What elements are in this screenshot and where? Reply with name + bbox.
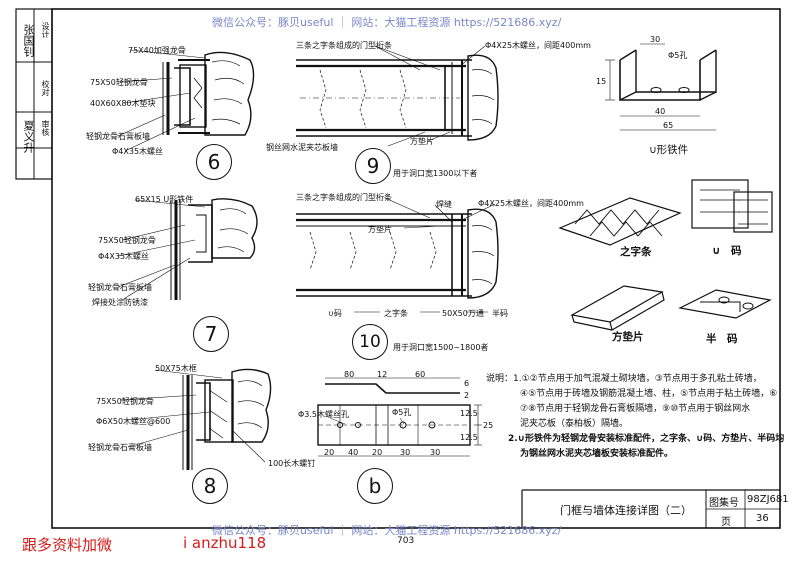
- u-part-dim-40: 40: [655, 107, 666, 116]
- notes-line-5: 2.∪形铁件为轻钢龙骨安装标准配件，之字条、∪码、方垫片、半码均: [508, 434, 785, 444]
- notes-line-1: 说明：1.①②节点用于加气混凝土砌块墙，③节点用于多孔粘土砖墙，: [486, 374, 762, 384]
- detail-8-label-4: 轻钢龙骨石膏板墙: [88, 443, 152, 452]
- page-number: 703: [397, 536, 415, 546]
- detail-b-dim-25: 25: [483, 421, 494, 430]
- u-part-hole: Φ5孔: [668, 51, 688, 60]
- notes-line-2: ④⑤节点用于砖墙及钢筋混凝土墙、柱，⑤节点用于粘土砖墙，⑥: [520, 389, 778, 399]
- detail-10-label-2: 焊缝: [436, 200, 452, 209]
- detail-b-figure: [317, 377, 482, 457]
- footer-left-text: 跟多资料加微: [22, 536, 113, 554]
- detail-b-dim-12: 12: [377, 370, 388, 379]
- zigzag-part-figure: [558, 197, 682, 246]
- sheet-border: [51, 8, 781, 529]
- u-part-dim-15: 15: [596, 77, 607, 86]
- detail-7-figure: [117, 198, 258, 301]
- detail-b-dim-80: 80: [344, 370, 355, 379]
- drawing-title: 门框与墙体连接详图（二）: [560, 504, 692, 517]
- watermark-top: 微信公众号：豚贝useful ｜ 网站：大猫工程资源 https://52168…: [212, 16, 562, 29]
- notes-line-3: ⑦⑧节点用于轻钢龙骨石膏板隔墙，⑨⑩节点用于钢丝网水: [520, 404, 751, 414]
- detail-9-label-2: Φ4X25木螺丝，间距400mm: [485, 41, 591, 50]
- u-part-title: ∪形铁件: [649, 144, 689, 156]
- notes-line-4: 泥夹芯板（泰柏板）隔墙。: [520, 419, 629, 429]
- detail-10-figure: [296, 197, 499, 313]
- detail-10-label-3: Φ4X25木螺丝，间距400mm: [478, 199, 584, 208]
- u-part-dim-30: 30: [650, 35, 661, 44]
- detail-10-caption: 用于洞口宽1500~1800者: [393, 343, 489, 352]
- side-panel-design: 设计: [41, 22, 50, 38]
- detail-9-label-1: 三条之字条组成的门型桁条: [296, 41, 392, 50]
- square-pad-part-label: 方垫片: [612, 331, 644, 343]
- notes-block: 说明：1.①②节点用于加气混凝土砌块墙，③节点用于多孔粘土砖墙， ④⑤节点用于砖…: [486, 372, 786, 462]
- detail-6-label-4: 轻钢龙骨石膏板墙: [86, 132, 150, 141]
- atlas-value: 98ZJ681: [747, 494, 789, 505]
- detail-9-figure: [296, 45, 499, 147]
- detail-8-label-3: Φ6X50木螺丝@600: [96, 417, 171, 426]
- detail-b-number: b: [357, 468, 393, 504]
- detail-10-number: 10: [352, 324, 388, 360]
- detail-b-dim-30a: 30: [400, 448, 411, 457]
- detail-7-label-2: 75X50轻钢龙骨: [98, 236, 156, 245]
- detail-7-label-5: 焊接处涂防锈漆: [92, 298, 148, 307]
- detail-10-legend-1: ∪码: [328, 309, 342, 318]
- detail-b-hole-b: Φ5孔: [392, 408, 412, 417]
- detail-b-dim-12-5b: 12.5: [460, 433, 478, 442]
- side-panel-signature-1: 张国钊: [22, 24, 35, 57]
- page-label: 页: [721, 517, 731, 528]
- detail-b-dim-12-5a: 12.5: [460, 409, 478, 418]
- atlas-label: 图集号: [709, 498, 739, 509]
- square-pad-part-figure: [570, 285, 665, 331]
- detail-6-label-5: Φ4X35木螺丝: [112, 147, 164, 156]
- detail-b-dim-20b: 20: [372, 448, 383, 457]
- detail-8-label-1: 50X75木框: [155, 364, 197, 373]
- detail-8-label-5: 100长木螺钉: [268, 459, 316, 468]
- detail-b-dim-20a: 20: [324, 448, 335, 457]
- detail-8-figure: [119, 368, 272, 470]
- detail-7-label-3: Φ4X35木螺丝: [98, 252, 150, 261]
- detail-b-dim-6: 6: [464, 379, 470, 388]
- page-value: 36: [756, 513, 769, 524]
- detail-b-dim-40: 40: [348, 448, 359, 457]
- detail-9-label-3: 钢丝网水泥夹芯板墙: [266, 143, 338, 152]
- detail-9-number: 9: [355, 148, 391, 184]
- footer-mid-text: i anzhu118: [183, 534, 267, 552]
- detail-10-legend-3: 50X50万通: [442, 309, 484, 318]
- side-panel-check: 校对: [41, 80, 50, 96]
- detail-6-label-3: 40X60X80木垫块: [90, 99, 156, 108]
- u-part-dim-65: 65: [663, 121, 674, 130]
- detail-10-label-4: 方垫片: [368, 225, 392, 234]
- detail-7-label-4: 轻钢龙骨石膏板墙: [88, 283, 152, 292]
- zigzag-part-label: 之字条: [620, 246, 652, 258]
- detail-10-legend-4: 半码: [492, 309, 508, 318]
- detail-b-dim-60: 60: [415, 370, 426, 379]
- detail-6-figure: [117, 49, 255, 152]
- detail-6-number: 6: [196, 144, 232, 180]
- u-code-part-figure: [691, 179, 773, 233]
- u-code-part-label: ∪ 码: [712, 245, 742, 257]
- half-code-part-label: 半 码: [706, 333, 738, 345]
- detail-9-label-4: 方垫片: [410, 137, 434, 146]
- detail-b-dim-2: 2: [464, 391, 470, 400]
- side-panel-signature-2: 夏义升: [22, 120, 35, 153]
- detail-6-label-2: 75X50轻钢龙骨: [90, 78, 148, 87]
- detail-9-caption: 用于洞口宽1300以下者: [393, 169, 478, 178]
- detail-10-legend-2: 之字条: [384, 309, 408, 318]
- detail-8-label-2: 75X50轻钢龙骨: [96, 397, 154, 406]
- u-part-figure: [605, 43, 717, 131]
- detail-6-label-1: 75X40加强龙骨: [128, 46, 186, 55]
- detail-b-hole-a: Φ3.5木螺丝孔: [298, 410, 350, 419]
- half-code-part-figure: [678, 289, 772, 319]
- detail-8-number: 8: [192, 468, 228, 504]
- detail-10-label-1: 三条之字条组成的门型桁条: [296, 193, 392, 202]
- title-block-frame: [521, 489, 780, 528]
- side-panel-review: 审核: [41, 120, 50, 136]
- watermark-bottom: 微信公众号：豚贝useful ｜ 网站：大猫工程资源 https://52168…: [212, 524, 562, 537]
- notes-line-6: 为钢丝网水泥夹芯墙板安装标准配件。: [520, 449, 674, 459]
- detail-b-dim-30b: 30: [430, 448, 441, 457]
- detail-7-label-1: 65X15 U形铁件: [135, 195, 194, 204]
- detail-7-number: 7: [193, 316, 229, 352]
